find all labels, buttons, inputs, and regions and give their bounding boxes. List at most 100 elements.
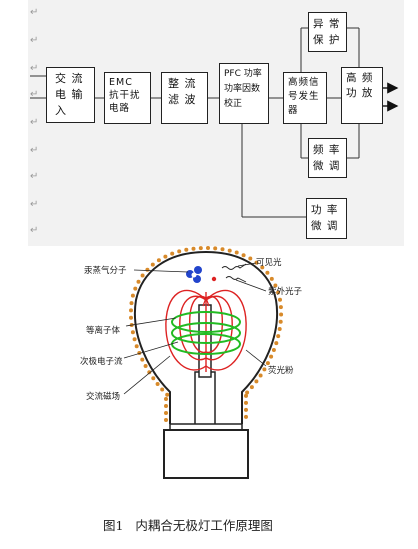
paragraph-mark: ↵ <box>30 35 39 46</box>
block-fault-protection-line2: 保 护 <box>313 34 341 46</box>
phosphor-dot <box>170 251 175 256</box>
phosphor-dot <box>254 260 259 265</box>
paragraph-mark: ↵ <box>30 63 39 74</box>
phosphor-dot <box>265 361 270 366</box>
phosphor-dot <box>278 305 283 310</box>
paragraph-mark: ↵ <box>30 89 39 100</box>
paragraph-mark: ↵ <box>30 225 39 236</box>
block-emc: EMC 抗干扰 电路 <box>104 72 151 124</box>
phosphor-dot <box>254 379 259 384</box>
phosphor-dot <box>213 246 218 251</box>
phosphor-dot <box>274 341 279 346</box>
phosphor-dot <box>129 308 133 313</box>
phosphor-dot <box>129 315 133 320</box>
block-rectifier-line2: 滤 波 <box>168 93 197 106</box>
phosphor-dot <box>130 293 135 298</box>
phosphor-dot <box>164 418 168 422</box>
block-emc-line1: EMC <box>109 77 133 88</box>
phosphor-dot <box>132 337 137 342</box>
block-ac-input-line1: 交 流 <box>55 72 84 85</box>
block-rectifier-line1: 整 流 <box>168 77 197 90</box>
phosphor-dot <box>276 334 281 339</box>
phosphor-dot <box>269 354 274 359</box>
block-hf-amplifier: 高 频 功 放 <box>341 67 383 124</box>
paragraph-mark: ↵ <box>30 199 39 210</box>
block-hf-generator: 高频信 号发生 器 <box>283 72 327 124</box>
paragraph-mark: ↵ <box>30 7 39 18</box>
bulb-stem <box>194 371 216 429</box>
phosphor-dot <box>277 327 282 331</box>
phosphor-dot <box>260 265 265 270</box>
block-ac-input-line3: 入 <box>55 104 67 117</box>
phosphor-dot <box>177 249 182 254</box>
phosphor-dot <box>244 393 248 398</box>
block-hf-generator-line1: 高频信 <box>288 77 320 88</box>
block-ac-input-line2: 电 输 <box>55 88 84 101</box>
block-freq-tuning-line2: 微 调 <box>313 160 341 172</box>
phosphor-dot <box>129 301 134 306</box>
bulb-base <box>163 429 249 479</box>
phosphor-dot <box>265 270 270 275</box>
phosphor-dot <box>164 397 168 401</box>
phosphor-dot <box>163 254 168 259</box>
phosphor-dot <box>234 250 239 255</box>
label-uv-photon: 紫外光子 <box>268 287 303 297</box>
phosphor-dot <box>278 297 282 302</box>
phosphor-dot <box>273 283 278 288</box>
phosphor-dot <box>130 330 135 335</box>
block-emc-line2: 抗干扰 <box>109 90 141 101</box>
block-hf-amplifier-line1: 高 频 <box>346 72 374 84</box>
label-plasma: 等离子体 <box>86 326 121 336</box>
block-pfc-line3: 校正 <box>224 99 243 109</box>
phosphor-dot <box>227 248 232 253</box>
block-fault-protection-line1: 异 常 <box>313 18 341 30</box>
phosphor-dot <box>269 276 274 281</box>
block-diagram-wires <box>30 27 399 218</box>
phosphor-dot <box>156 258 161 263</box>
phosphor-dot <box>262 367 267 372</box>
label-visible-light: 可见光 <box>256 258 282 268</box>
phosphor-dot <box>245 390 250 395</box>
phosphor-dot <box>151 376 156 381</box>
block-power-tuning: 功 率 微 调 <box>306 198 347 239</box>
block-ac-input: 交 流 电 输 入 <box>46 67 95 123</box>
phosphor-dots <box>129 246 284 422</box>
phosphor-dot <box>198 246 203 251</box>
paragraph-mark: ↵ <box>30 171 39 182</box>
block-pfc-line2: 功率因数 <box>224 84 261 94</box>
phosphor-dot <box>164 411 168 415</box>
phosphor-dot <box>276 290 281 295</box>
paragraph-mark: ↵ <box>30 145 39 156</box>
phosphor-dot <box>160 387 165 392</box>
block-hf-generator-line2: 号发生 <box>288 91 320 102</box>
phosphor-dot <box>206 246 210 250</box>
phosphor-dot <box>165 392 170 397</box>
phosphor-dot <box>279 312 284 317</box>
phosphor-dot <box>145 267 150 272</box>
block-hf-generator-line3: 器 <box>288 105 299 116</box>
phosphor-dot <box>140 273 145 278</box>
phosphor-dot <box>136 279 141 284</box>
label-phosphor: 荧光粉 <box>268 366 294 376</box>
phosphor-dot <box>244 407 248 412</box>
phosphor-dot <box>134 344 139 349</box>
phosphor-dot <box>140 357 145 362</box>
phosphor-dot <box>249 385 254 390</box>
phosphor-dot <box>147 370 152 375</box>
phosphor-dot <box>258 373 263 378</box>
block-freq-tuning-line1: 频 率 <box>313 144 341 156</box>
figure-caption: 图1 内耦合无极灯工作原理图 <box>103 518 273 533</box>
block-pfc-line1: PFC 功率 <box>224 69 262 79</box>
block-power-tuning-line2: 微 调 <box>311 220 339 232</box>
phosphor-dot <box>184 247 189 252</box>
phosphor-dot <box>133 286 138 291</box>
phosphor-dot <box>241 253 246 258</box>
phosphor-dot <box>143 364 148 368</box>
block-pfc: PFC 功率 功率因数 校正 <box>219 63 269 124</box>
label-ac-magnetic-field: 交流磁场 <box>86 392 121 402</box>
phosphor-dot <box>155 382 160 386</box>
paragraph-mark: ↵ <box>30 117 39 128</box>
label-secondary-coil: 次极电子流 <box>80 357 123 367</box>
block-freq-tuning: 频 率 微 调 <box>308 138 347 178</box>
